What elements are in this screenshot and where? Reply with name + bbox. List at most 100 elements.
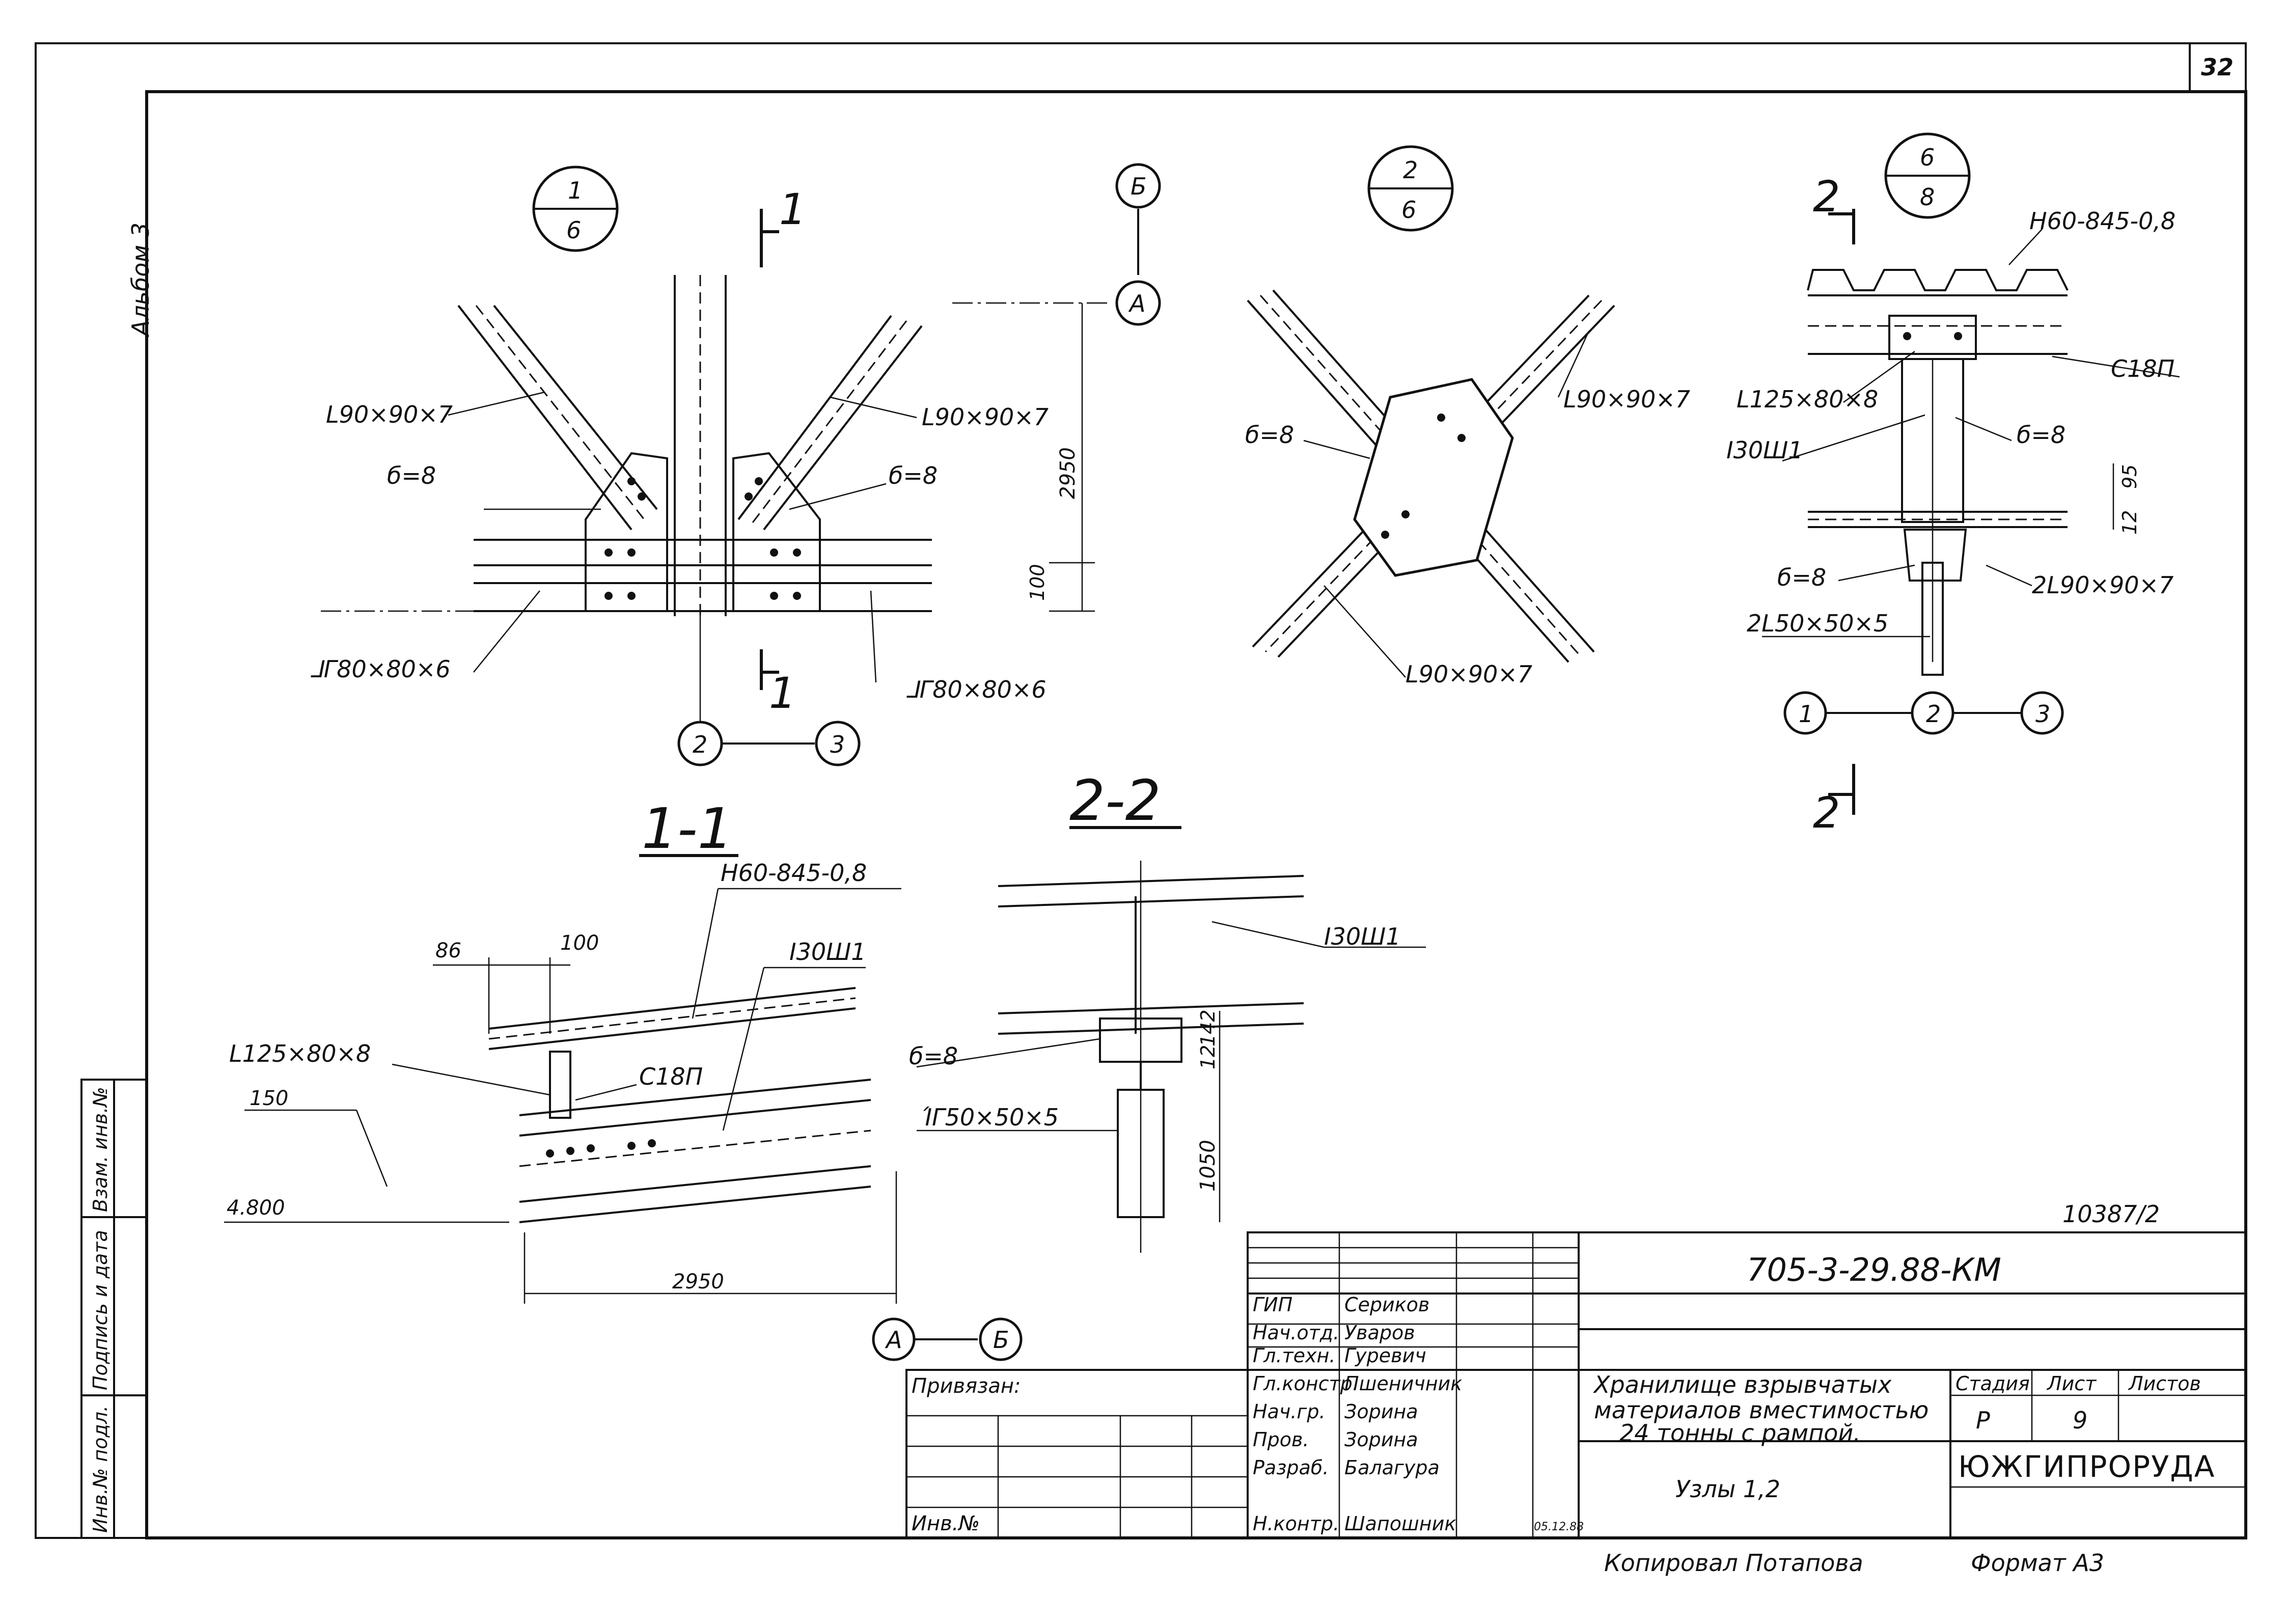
attached-label: Привязан: (912, 1374, 1021, 1398)
node-6-post (1921, 562, 1944, 676)
node-1-right-brace (737, 315, 923, 531)
section-1-top-mark: 1 (760, 184, 806, 267)
node-6-deck-label: Н60-845-0,8 (2029, 207, 2175, 235)
role-label: Гл.констр. (1253, 1372, 1359, 1395)
node-1-gusset-plate-right (732, 452, 821, 612)
node-2-view: 2 6 б=8 L90×90×7 L90×90×7 (1245, 145, 1690, 688)
node-2-bolts (1381, 414, 1466, 539)
role-label: ГИП (1253, 1293, 1292, 1316)
section-2-2-dim-1050: 1050 (1196, 1140, 1220, 1192)
section-1-1-dim-86: 86 (435, 939, 461, 962)
section-1-1-dim-2950: 2950 (672, 1270, 724, 1293)
node-1-dim-2950: 2950 (1056, 447, 1080, 499)
svg-text:6: 6 (1920, 144, 1935, 171)
side-inv-podl: Инв.№ подл. (89, 1406, 112, 1533)
node-1-brace-left-label: L90×90×7 (326, 401, 453, 428)
role-name: Балагура (1344, 1456, 1440, 1479)
album-label: Альбом 3 (127, 223, 154, 338)
copied-by: Копировал Потапова (1604, 1549, 1863, 1577)
node-6-axis-2: 2 (1926, 700, 1941, 728)
section-1-1-axis-a: А (885, 1326, 902, 1354)
role-name: Зорина (1344, 1400, 1418, 1423)
section-1-1-dim-100: 100 (560, 931, 599, 955)
section-2-2-beam-label: I30Ш1 (1324, 923, 1401, 950)
node-6-axis-3: 3 (2035, 700, 2050, 728)
role-name: Уваров (1344, 1322, 1415, 1344)
node-6-dim-95: 95 (2118, 464, 2141, 489)
node-1-plate-right-label: б=8 (889, 462, 938, 489)
title-block: 10387/2 705-3-29.88-КМ Привязан: Инв.№ Г… (905, 1200, 2247, 1539)
section-1-1-bolts (546, 1139, 656, 1158)
section-1-1-axis-b: Б (993, 1326, 1009, 1354)
node-6-dim-12: 12 (2118, 510, 2141, 535)
node-1-chord-left-label: ⅃Γ80×80×6 (311, 655, 451, 683)
section-1-1-level: 4.800 (227, 1196, 285, 1220)
object-title-line-2: материалов вместимостью (1594, 1396, 1929, 1424)
object-title-line-1: Хранилище взрывчатых (1593, 1371, 1892, 1398)
node-2-mark: 2 6 (1367, 145, 1454, 232)
role-label: Нач.гр. (1253, 1400, 1326, 1423)
node-1-bottom-chord (321, 539, 932, 723)
role-name: Пшеничник (1344, 1372, 1462, 1395)
node-6-view: 6 8 2 2 Н60-845-0,8 (1726, 132, 2180, 838)
format: Формат А3 (1971, 1549, 2104, 1577)
sheet-no-value: 9 (2073, 1407, 2087, 1434)
section-2-2-plate-label: б=8 (909, 1042, 958, 1070)
node-1-column (674, 275, 727, 616)
node-2-brace-bottom-label: L90×90×7 (1406, 660, 1532, 688)
date: 05.12.88 (1534, 1521, 1584, 1533)
svg-text:2: 2 (1403, 156, 1418, 184)
node-6-plate2-label: б=8 (1777, 564, 1826, 591)
node-1-axis-b: Б (1131, 173, 1147, 200)
role-label: Гл.техн. (1253, 1344, 1335, 1367)
role-label: Нач.отд. (1253, 1322, 1339, 1344)
section-1-1-dim-150: 150 (250, 1087, 288, 1110)
object-title-line-3: 24 тонны с рампой. (1619, 1419, 1861, 1447)
svg-text:1: 1 (779, 184, 806, 234)
sheet-title: Узлы 1,2 (1675, 1475, 1780, 1503)
sheet-label: Лист (2046, 1372, 2097, 1395)
organization: ЮЖГИПРОРУДА (1958, 1449, 2215, 1484)
node-1-view: 1 6 1 1 (311, 163, 1161, 766)
section-2-2-post-label: ΊΓ50×50×5 (922, 1104, 1059, 1131)
svg-text:8: 8 (1920, 183, 1935, 211)
node-1-axis-3: 3 (830, 731, 845, 758)
node-1-plate-left-label: б=8 (387, 462, 436, 489)
svg-text:2: 2 (1813, 172, 1840, 222)
node-2-gusset-plate (1353, 378, 1514, 577)
node-6-angle (1888, 315, 1977, 360)
node-6-channel-label: С18П (2111, 355, 2174, 382)
section-1-1-channel-label: С18П (639, 1063, 703, 1090)
side-stamp: Взам. инв.№ Подпись и дата Инв.№ подл. (80, 1079, 148, 1539)
section-1-bottom-mark: 1 (760, 649, 796, 718)
section-2-2: 2-2 I30Ш1 б=8 ΊΓ50×50×5 142 12 1050 (909, 768, 1426, 1253)
node-6-bottom-plate (1903, 529, 1967, 582)
role-name: Гуревич (1344, 1344, 1426, 1367)
node-1-chord-right-label: ⅃Γ80×80×6 (906, 676, 1046, 703)
roles-list: ГИП Сериков Нач.отд. Уваров Гл.техн. Гур… (1253, 1293, 1584, 1535)
section-1-1-deck-label: Н60-845-0,8 (721, 859, 867, 887)
section-1-1: 1-1 Н60-845-0,8 I30Ш1 L125×80×8 С18П (224, 796, 1023, 1361)
section-2-top-mark: 2 (1813, 172, 1855, 244)
node-1-mark-bottom: 6 (566, 216, 581, 244)
section-2-2-title: 2-2 (1069, 768, 1161, 833)
section-2-2-dim-142: 142 (1197, 1009, 1219, 1047)
node-1-axis-2: 2 (693, 731, 707, 758)
node-1-left-brace (457, 305, 658, 531)
section-1-1-beam-label: I30Ш1 (789, 938, 866, 966)
svg-text:2: 2 (1813, 788, 1840, 838)
node-2-brace-top-label: L90×90×7 (1563, 386, 1690, 413)
sheets-label: Листов (2128, 1372, 2201, 1395)
node-2-plate-label: б=8 (1245, 421, 1294, 449)
side-vzam-inv: Взам. инв.№ (89, 1087, 112, 1212)
node-6-beam-label: I30Ш1 (1726, 436, 1803, 464)
node-6-mark: 6 8 (1884, 132, 1971, 219)
node-1-gusset-plate (585, 452, 668, 612)
node-1-axis-a: А (1128, 290, 1145, 317)
role-name: Зорина (1344, 1428, 1418, 1451)
node-6-axis-1: 1 (1799, 700, 1813, 728)
inv-no-label: Инв.№ (912, 1512, 980, 1535)
section-1-1-angle-label: L125×80×8 (229, 1040, 371, 1067)
doc-number: 705-3-29.88-КМ (1747, 1251, 2001, 1288)
